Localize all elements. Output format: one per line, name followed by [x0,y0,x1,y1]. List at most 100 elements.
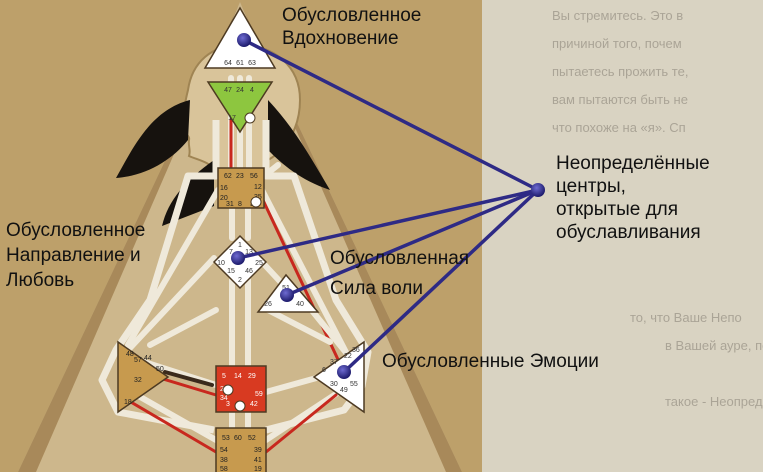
gate-label: 2 [238,277,242,284]
gate-label: 49 [340,387,348,394]
gate-label: 58 [220,466,228,472]
label-line: Обусловленная [330,248,470,269]
pointer-line-g [236,188,540,260]
body-outline [98,120,372,434]
gate-label: 38 [220,457,228,464]
gate-label: 50 [156,366,164,373]
pointer-lines [236,38,540,374]
label-line: Вдохновение [282,28,399,49]
label-conditioned-inspiration: Обусловленное Вдохновение [282,4,421,50]
gate-label: 30 [330,381,338,388]
gate-label: 61 [236,60,244,67]
pointer-line-ego [285,188,540,297]
gate-label: 20 [220,195,228,202]
gate-label: 14 [234,373,242,380]
gate-label: 44 [144,355,152,362]
gate-label: 15 [227,268,235,275]
gate-dot [222,384,234,396]
bg-text-line: причиной того, почем [552,36,682,51]
gate-label: 5 [222,373,226,380]
gate-label: 6 [322,367,326,374]
gate-label: 56 [250,173,258,180]
gate-label: 34 [220,395,228,402]
gate-label: 4 [250,87,254,94]
gate-label: 37 [330,359,338,366]
gate-label: 13 [245,249,253,256]
gate-label: 18 [124,399,132,406]
label-line: обуславливания [556,222,701,243]
label-line: Обусловленное [282,5,422,26]
gate-label: 52 [248,435,256,442]
gate-label: 31 [226,201,234,208]
gate-label: 32 [134,377,142,384]
bg-text-line: в Вашей ауре, поэтому [665,338,763,353]
pointer-line-head [242,38,540,192]
gate-dot [244,112,256,124]
marker-dot-hub [531,183,545,197]
gate-label: 59 [255,391,263,398]
label-line: открытые для [556,199,679,220]
gate-label: 3 [226,401,230,408]
gate-label: 19 [254,466,262,472]
gate-label: 63 [248,60,256,67]
gate-label: 64 [224,60,232,67]
marker-dots [231,33,545,379]
marker-dot-g [231,251,245,265]
label-line: Сила воли [330,278,423,299]
solar-plexus-center[interactable]: 6 37 22 55 36 49 30 [312,340,365,414]
gate-label: 26 [264,301,272,308]
gate-label: 17 [228,115,236,122]
gate-label: 40 [296,301,304,308]
gate-label: 29 [248,373,256,380]
gate-label: 12 [254,184,262,191]
head-shadow [116,100,190,178]
label-line: Любовь [6,270,75,291]
gate-dot [234,400,246,412]
background-text: Вы стремитесь. Это в причиной того, поче… [552,8,763,409]
pointer-line-solar [342,188,540,374]
label-line: Неопределённые [556,153,710,174]
gate-label: 1 [238,242,242,249]
marker-dot-ego [280,288,294,302]
bg-text-line: пытаетесь прожить те, [552,64,688,79]
gate-label: 36 [352,347,360,354]
gate-label: 10 [217,260,225,267]
gate-label: 39 [254,447,262,454]
label-line: Направление и [6,245,141,266]
label-conditioned-willpower: Обусловленная Сила воли [330,244,469,304]
bg-text-line: такое - Неопределён [665,394,763,409]
marker-dot-solar [337,365,351,379]
label-conditioned-emotions: Обусловленные Эмоции [382,351,599,372]
label-line: Обусловленное [6,220,146,241]
bg-text-line: Вы стремитесь. Это в [552,8,683,23]
gate-label: 54 [220,447,228,454]
label-undefined-centers: Неопределённые центры, открытые для обус… [556,152,710,244]
bg-text-line: то, что Ваше Непо [630,310,742,325]
gate-label: 47 [224,87,232,94]
gate-label: 42 [250,401,258,408]
bg-text-line: что похоже на «я». Сп [552,120,686,135]
spleen-center[interactable]: 48 57 44 32 50 18 [117,340,170,414]
gate-label: 22 [344,353,352,360]
gate-label: 62 [224,173,232,180]
gate-label: 23 [236,173,244,180]
bg-text-line: вам пытаются быть не [552,92,688,107]
gate-label: 55 [350,381,358,388]
gate-label: 16 [220,185,228,192]
gate-label: 25 [255,260,263,267]
gate-label: 41 [254,457,262,464]
gate-dot [250,196,262,208]
gate-label: 24 [236,87,244,94]
marker-dot-head [237,33,251,47]
gate-label: 8 [238,201,242,208]
label-conditioned-direction-love: Обусловленное Направление и Любовь [6,218,145,293]
gate-label: 48 [126,351,134,358]
gate-label: 57 [134,357,142,364]
gate-label: 7 [229,249,233,256]
label-line: центры, [556,176,626,197]
gate-label: 60 [234,435,242,442]
root-center[interactable]: 53 60 52 54 38 58 41 19 39 [215,427,267,472]
gate-label: 46 [245,268,253,275]
body-shadow-right [268,100,330,190]
